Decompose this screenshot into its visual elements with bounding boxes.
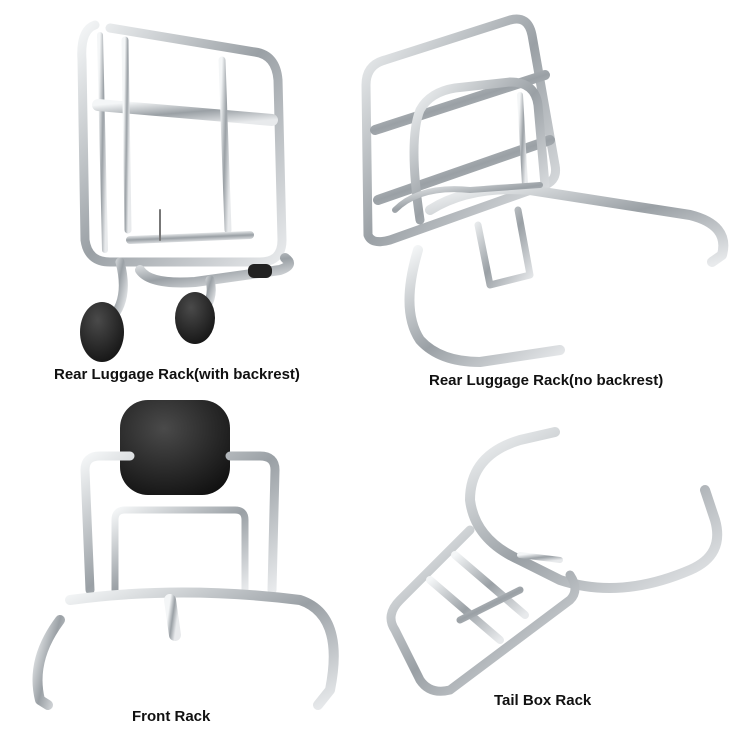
product-image-front-rack bbox=[32, 400, 339, 710]
product-image-rear-rack-no-backrest bbox=[361, 14, 729, 367]
product-image-tail-box-rack bbox=[386, 427, 723, 696]
product-label-front-rack: Front Rack bbox=[132, 708, 211, 725]
product-label-rear-rack-no-backrest: Rear Luggage Rack(no backrest) bbox=[429, 372, 664, 389]
product-label-tail-box-rack: Tail Box Rack bbox=[494, 692, 592, 709]
rubber-feet bbox=[80, 264, 272, 362]
backrest-pad bbox=[120, 400, 230, 495]
product-label-rear-rack-with-backrest: Rear Luggage Rack(with backrest) bbox=[54, 366, 300, 383]
product-image-rear-rack-with-backrest bbox=[77, 20, 294, 325]
